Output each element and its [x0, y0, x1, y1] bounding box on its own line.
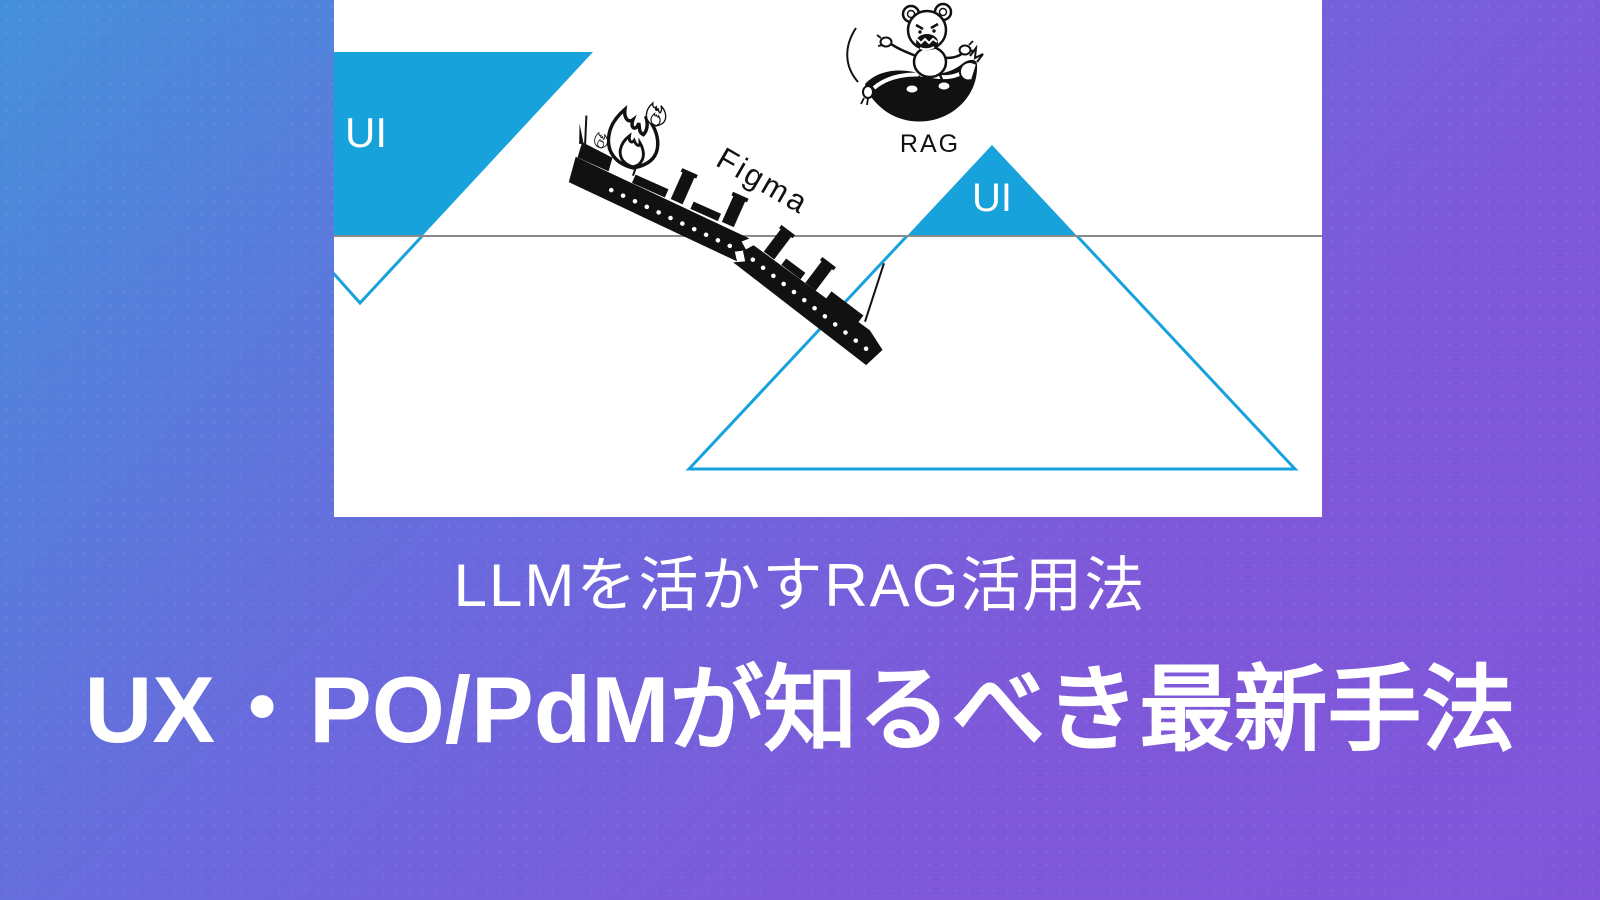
- flame-icon-small-right: [645, 102, 667, 127]
- porthole-dots: [608, 187, 742, 253]
- wave-left-claws: [860, 97, 869, 106]
- subtitle: LLMを活かすRAG活用法: [453, 552, 1147, 619]
- bear: [876, 2, 977, 95]
- surfing-bear-illustration: [846, 2, 984, 122]
- speed-line: [846, 27, 859, 83]
- bear-brows: [915, 22, 939, 31]
- left-iceberg-fill: [334, 52, 593, 236]
- ship-stern-section: [568, 107, 750, 262]
- wave-left-tip: [862, 85, 874, 99]
- illustration-panel: UI UI: [334, 0, 1322, 517]
- ship-bow-section: [733, 224, 885, 366]
- bear-teeth: [916, 37, 938, 45]
- ship-figma-label: Figma: [711, 140, 816, 221]
- iceberg-diagram: UI UI: [334, 2, 1322, 471]
- ship-mast: [864, 262, 885, 322]
- wave-curl: [958, 61, 977, 82]
- bear-right-paw: [958, 44, 972, 56]
- left-iceberg-ui-label: UI: [345, 109, 387, 156]
- porthole-dots: [750, 257, 870, 353]
- right-iceberg-ui-label: UI: [972, 176, 1012, 220]
- bear-body: [912, 45, 948, 79]
- bear-left-foot: [904, 83, 920, 95]
- bear-left-paw: [879, 36, 893, 48]
- flame-icon-small-left: [594, 132, 608, 149]
- bear-right-foot: [936, 80, 952, 92]
- right-iceberg-peak-fill: [906, 145, 1078, 236]
- main-title: UX・PO/PdMが知るべき最新手法: [84, 657, 1516, 762]
- rag-label: RAG: [900, 130, 960, 158]
